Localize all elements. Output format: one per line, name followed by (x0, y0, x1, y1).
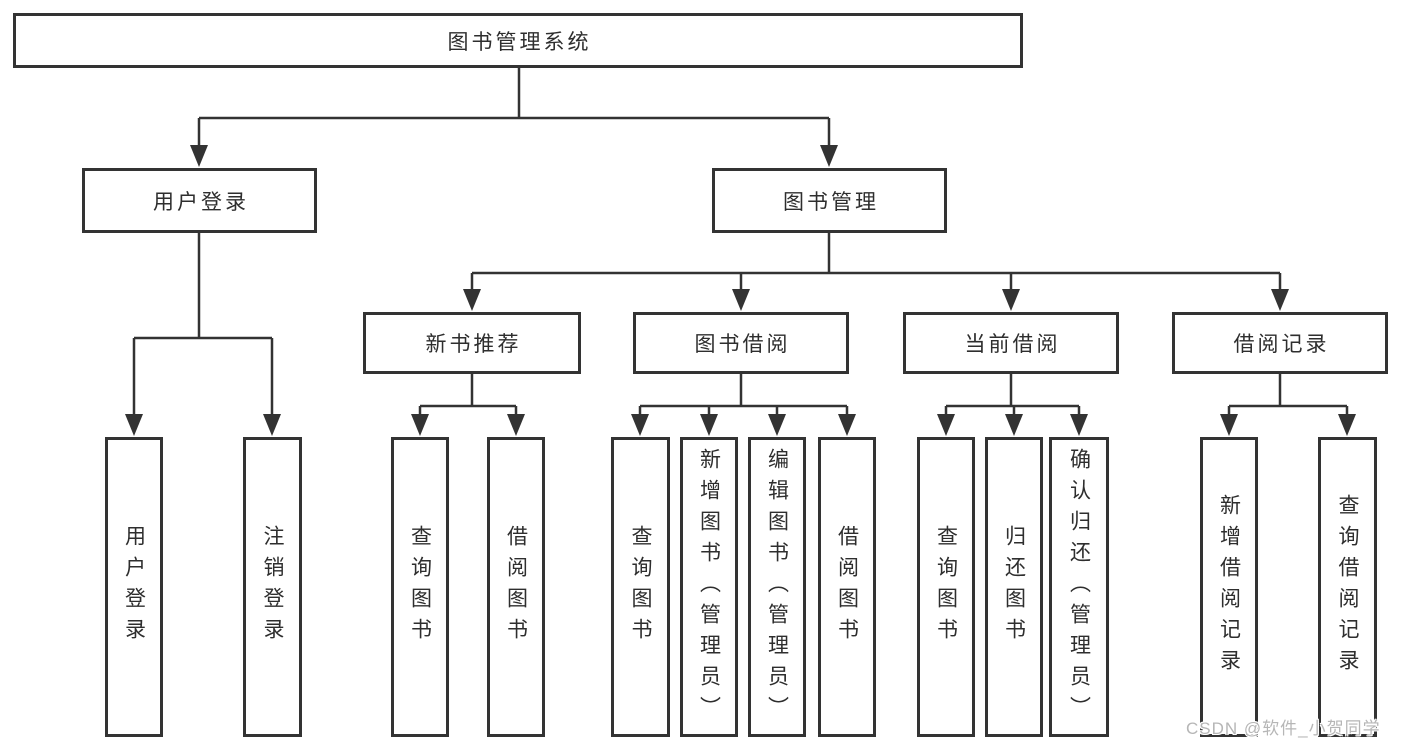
node-borrow-record-label: 借阅记录 (1233, 333, 1330, 356)
line (470, 233, 1282, 293)
node-book-mgmt: 图书管理 (712, 168, 947, 233)
leaf-query-book-2: 查询图书 (611, 437, 670, 737)
leaf-add-borrow-record: 新增借阅记录 (1200, 437, 1258, 737)
leaf-edit-book-admin: 编辑图书（管理员） (748, 437, 806, 737)
arrowhead (125, 414, 143, 436)
arrowhead (1220, 414, 1238, 436)
leaf-query-borrow-record: 查询借阅记录 (1318, 437, 1377, 737)
arrowhead (838, 414, 856, 436)
arrowhead (263, 414, 281, 436)
arrowhead (820, 145, 838, 167)
leaf-add-book-admin-label: 新增图书（管理员） (697, 447, 721, 727)
leaf-user-login: 用户登录 (105, 437, 163, 737)
node-current-borrow: 当前借阅 (903, 312, 1119, 374)
node-new-book-rec-label: 新书推荐 (425, 333, 522, 356)
node-borrow-record: 借阅记录 (1172, 312, 1388, 374)
connector-book-mgmt-to-level3 (463, 233, 1289, 311)
line (197, 68, 831, 149)
leaf-borrow-book-2: 借阅图书 (818, 437, 876, 737)
leaf-logout: 注销登录 (243, 437, 302, 737)
arrowhead (1338, 414, 1356, 436)
line (944, 374, 1081, 418)
arrowhead (700, 414, 718, 436)
leaf-user-login-label: 用户登录 (122, 525, 146, 649)
node-root-label: 图书管理系统 (447, 30, 592, 54)
arrowhead (732, 289, 750, 311)
node-book-borrow-label: 图书借阅 (694, 333, 791, 356)
arrowhead (1271, 289, 1289, 311)
leaf-query-book-3: 查询图书 (917, 437, 975, 737)
line (1227, 374, 1349, 418)
line (638, 374, 849, 418)
connector-borrow-record-to-children (1220, 374, 1356, 436)
line (418, 374, 518, 418)
leaf-add-book-admin: 新增图书（管理员） (680, 437, 738, 737)
connector-new-book-rec-to-children (411, 374, 525, 436)
arrowhead (768, 414, 786, 436)
csdn-watermark: CSDN @软件_小贺同学 (1186, 719, 1381, 738)
connector-book-borrow-to-children (631, 374, 856, 436)
node-user-login-label: 用户登录 (153, 190, 249, 214)
node-current-borrow-label: 当前借阅 (964, 333, 1061, 356)
leaf-query-book-1: 查询图书 (391, 437, 449, 737)
leaf-borrow-book-2-label: 借阅图书 (835, 525, 859, 649)
node-book-borrow: 图书借阅 (633, 312, 849, 374)
line (132, 233, 274, 418)
leaf-confirm-return-admin-label: 确认归还（管理员） (1067, 447, 1091, 727)
arrowhead (1070, 414, 1088, 436)
node-root: 图书管理系统 (13, 13, 1023, 68)
leaf-borrow-book-1-label: 借阅图书 (504, 525, 528, 649)
arrowhead (463, 289, 481, 311)
leaf-add-borrow-record-label: 新增借阅记录 (1217, 494, 1241, 680)
arrowhead (1002, 289, 1020, 311)
arrowhead (411, 414, 429, 436)
connector-current-borrow-to-children (937, 374, 1088, 436)
leaf-edit-book-admin-label: 编辑图书（管理员） (765, 447, 789, 727)
arrowhead (937, 414, 955, 436)
leaf-query-book-2-label: 查询图书 (629, 525, 652, 649)
arrowhead (1005, 414, 1023, 436)
leaf-query-book-3-label: 查询图书 (934, 525, 958, 649)
node-book-mgmt-label: 图书管理 (783, 190, 879, 214)
leaf-confirm-return-admin: 确认归还（管理员） (1049, 437, 1109, 737)
arrowhead (631, 414, 649, 436)
connector-root-to-level2 (190, 68, 838, 167)
connector-user-login-to-children (125, 233, 281, 436)
leaf-query-borrow-record-label: 查询借阅记录 (1336, 494, 1359, 680)
leaf-borrow-book-1: 借阅图书 (487, 437, 545, 737)
leaf-logout-label: 注销登录 (261, 525, 284, 649)
arrowhead (190, 145, 208, 167)
leaf-query-book-1-label: 查询图书 (408, 525, 432, 649)
node-new-book-rec: 新书推荐 (363, 312, 581, 374)
leaf-return-book: 归还图书 (985, 437, 1043, 737)
leaf-return-book-label: 归还图书 (1002, 525, 1026, 649)
arrowhead (507, 414, 525, 436)
node-user-login: 用户登录 (82, 168, 317, 233)
